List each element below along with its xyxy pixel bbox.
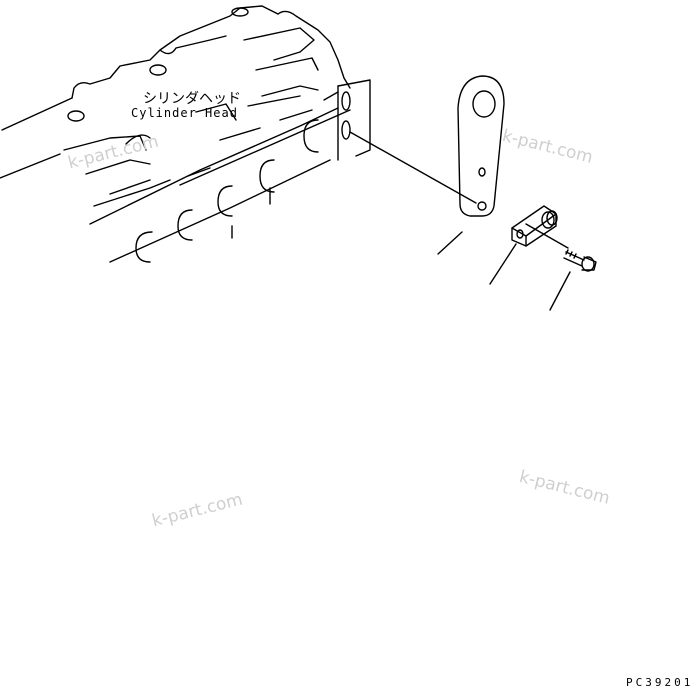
leader-line-spacer (489, 243, 517, 285)
leader-line-bracket (437, 231, 463, 255)
cylinder-head (0, 5, 371, 263)
spacer-plate (511, 205, 558, 247)
drawing-code: PC39201 (626, 676, 694, 689)
bolt (525, 223, 597, 272)
assembly-leader-line (349, 131, 477, 204)
lifting-bracket (457, 75, 505, 217)
part-name-japanese: シリンダヘッド (143, 91, 241, 107)
leader-line-bolt (549, 271, 571, 311)
part-name-english: Cylinder Head (131, 106, 238, 120)
